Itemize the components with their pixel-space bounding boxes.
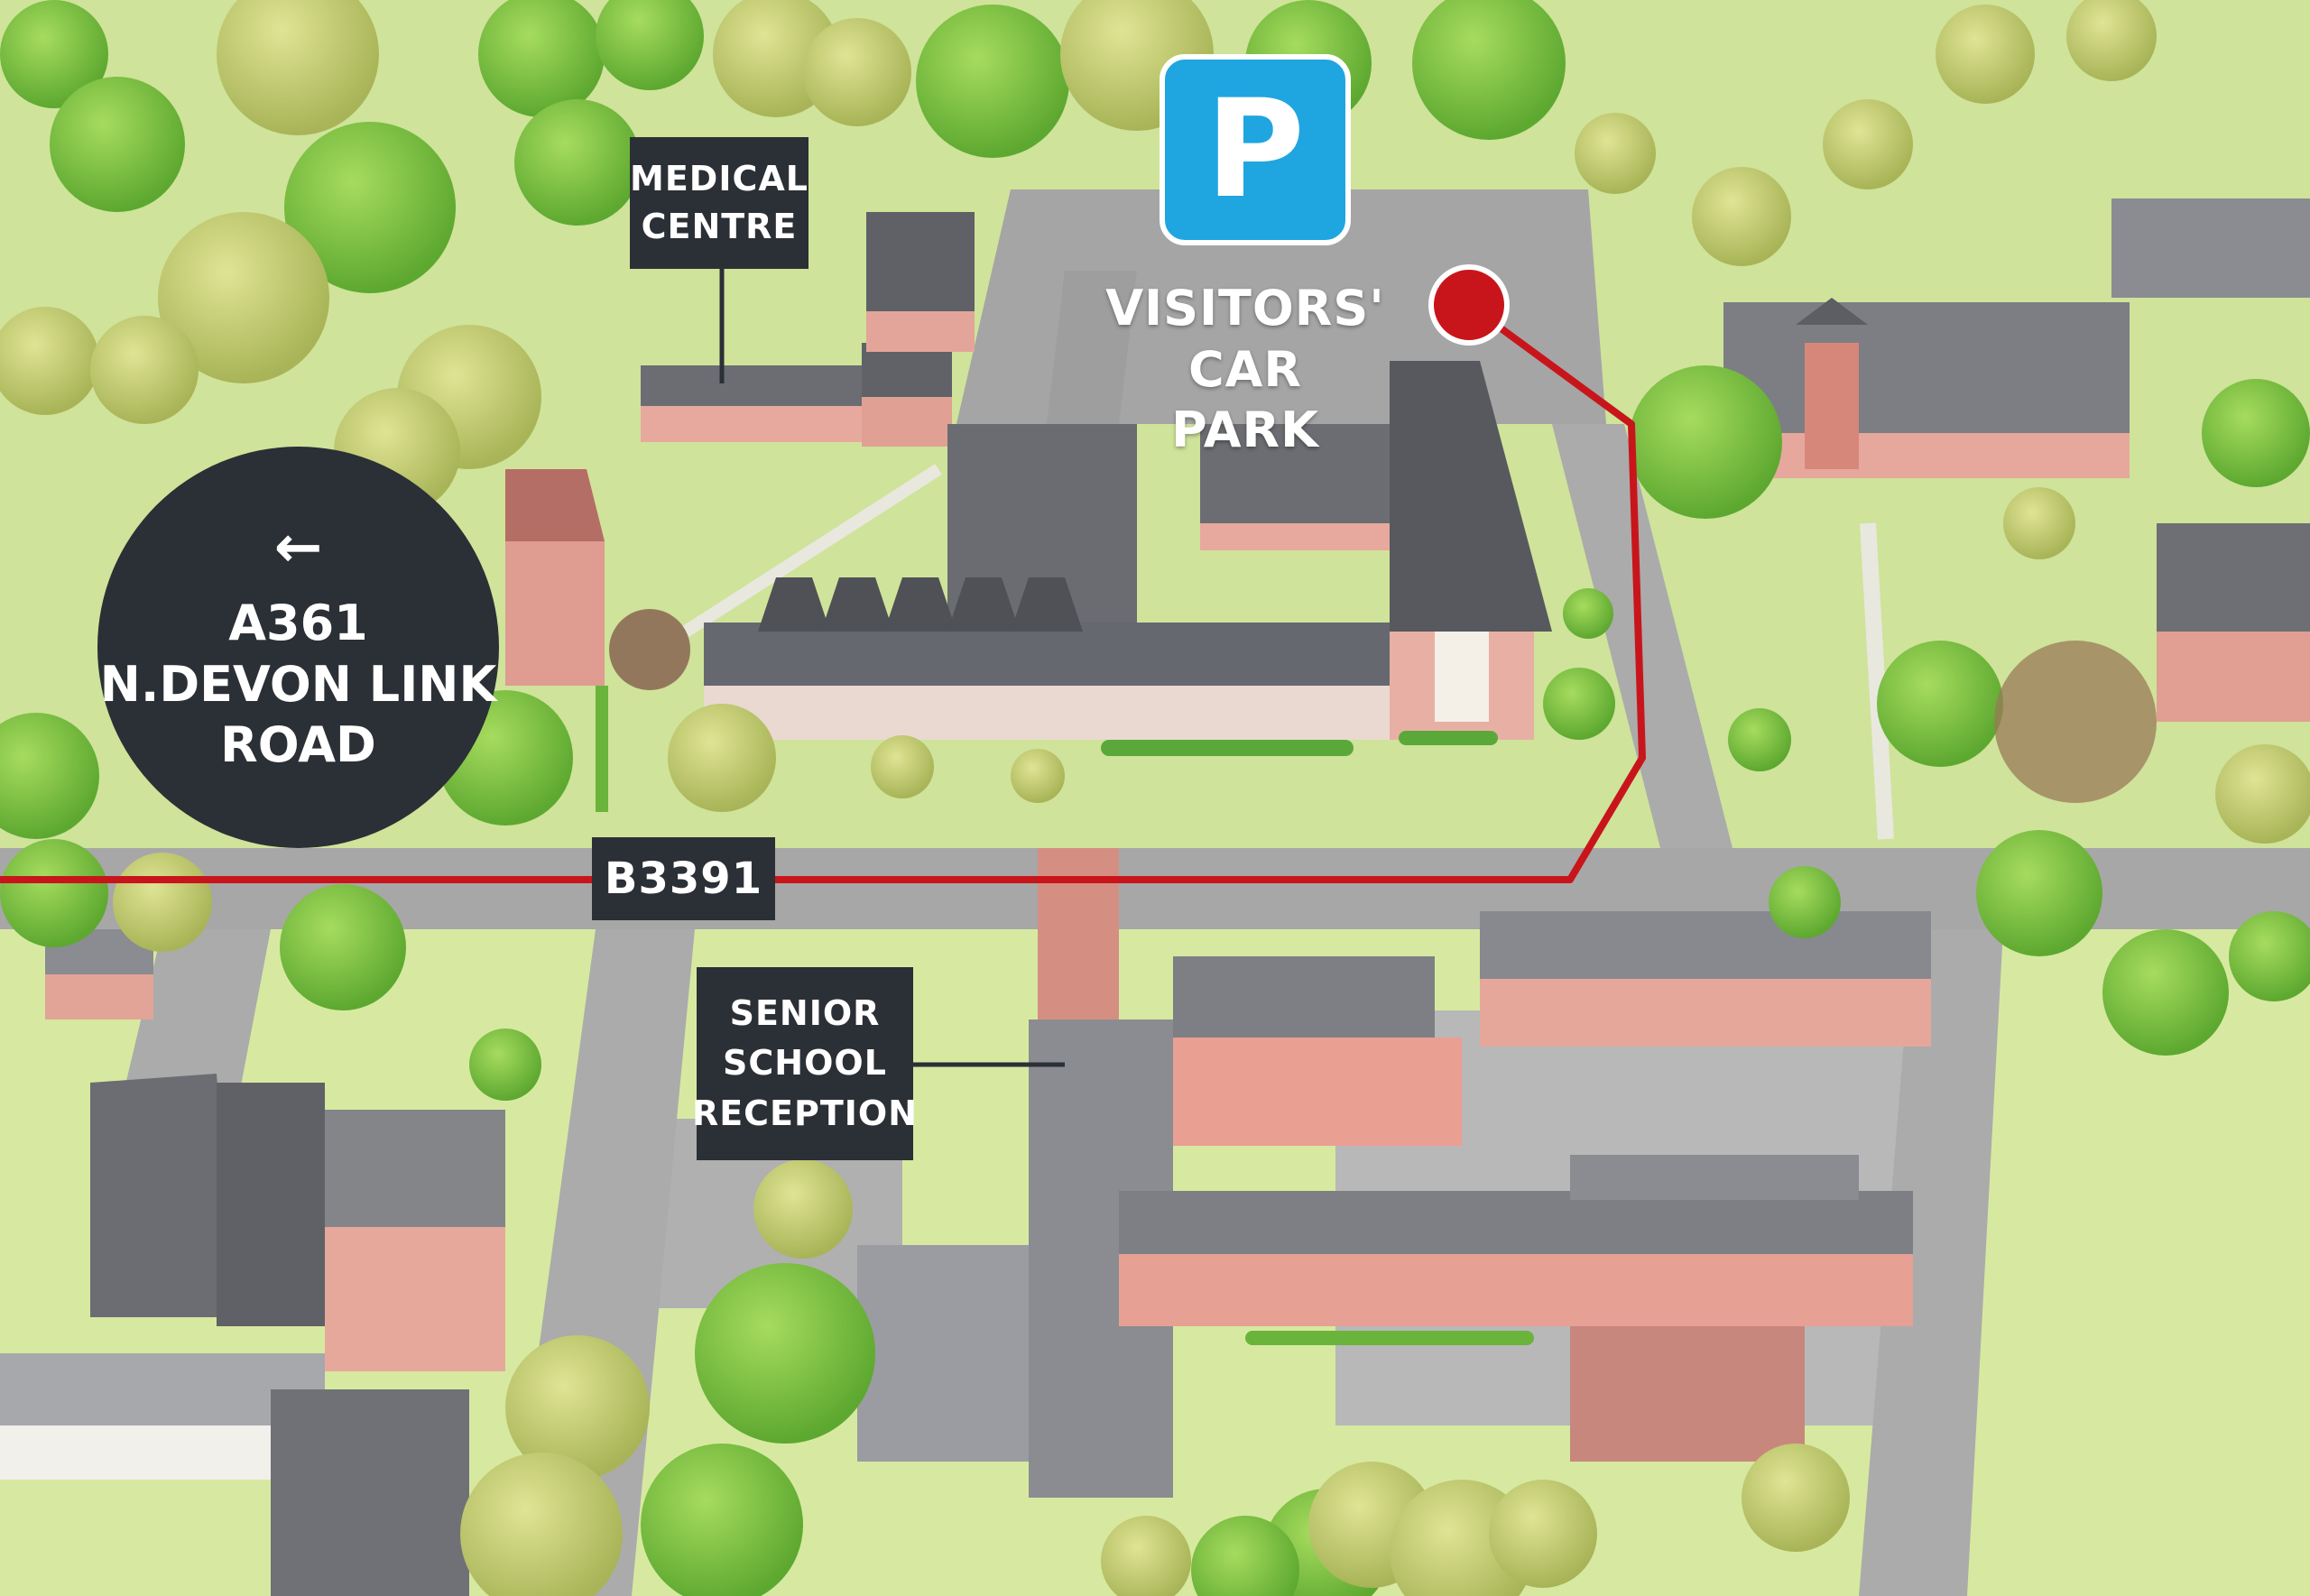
a361-line-3: ROAD bbox=[220, 716, 376, 774]
road-b3391 bbox=[0, 848, 2310, 929]
medical-centre-line-2: CENTRE bbox=[641, 207, 798, 246]
b3391-text: B3391 bbox=[604, 853, 763, 904]
parking-sign-icon[interactable]: P bbox=[1160, 54, 1351, 245]
medical-centre-label[interactable]: MEDICAL CENTRE bbox=[630, 137, 808, 269]
reception-line-1: SENIOR bbox=[729, 993, 881, 1034]
route-line bbox=[0, 301, 1646, 883]
parking-symbol: P bbox=[1206, 71, 1305, 228]
reception-line-3: RECEPTION bbox=[691, 1093, 919, 1133]
b3391-road-label[interactable]: B3391 bbox=[592, 837, 775, 920]
medical-centre-line-1: MEDICAL bbox=[630, 158, 808, 198]
a361-line-2: N.DEVON LINK bbox=[99, 655, 497, 713]
visitors-car-park-line-2: PARK bbox=[1171, 401, 1319, 458]
visitors-car-park-line-1: VISITORS' CAR bbox=[1105, 280, 1385, 398]
a361-line-1: A361 bbox=[228, 595, 368, 652]
arrow-left-icon: ← bbox=[273, 514, 323, 582]
reception-line-2: SCHOOL bbox=[723, 1043, 887, 1084]
senior-school-reception-label[interactable]: SENIOR SCHOOL RECEPTION bbox=[692, 967, 917, 1160]
visitors-car-park-label[interactable]: VISITORS' CAR PARK bbox=[1056, 278, 1435, 461]
a361-road-label[interactable]: ← A361 N.DEVON LINK ROAD bbox=[97, 447, 499, 848]
map-pin-icon bbox=[1428, 264, 1510, 346]
autumn-tree bbox=[1994, 641, 2157, 803]
